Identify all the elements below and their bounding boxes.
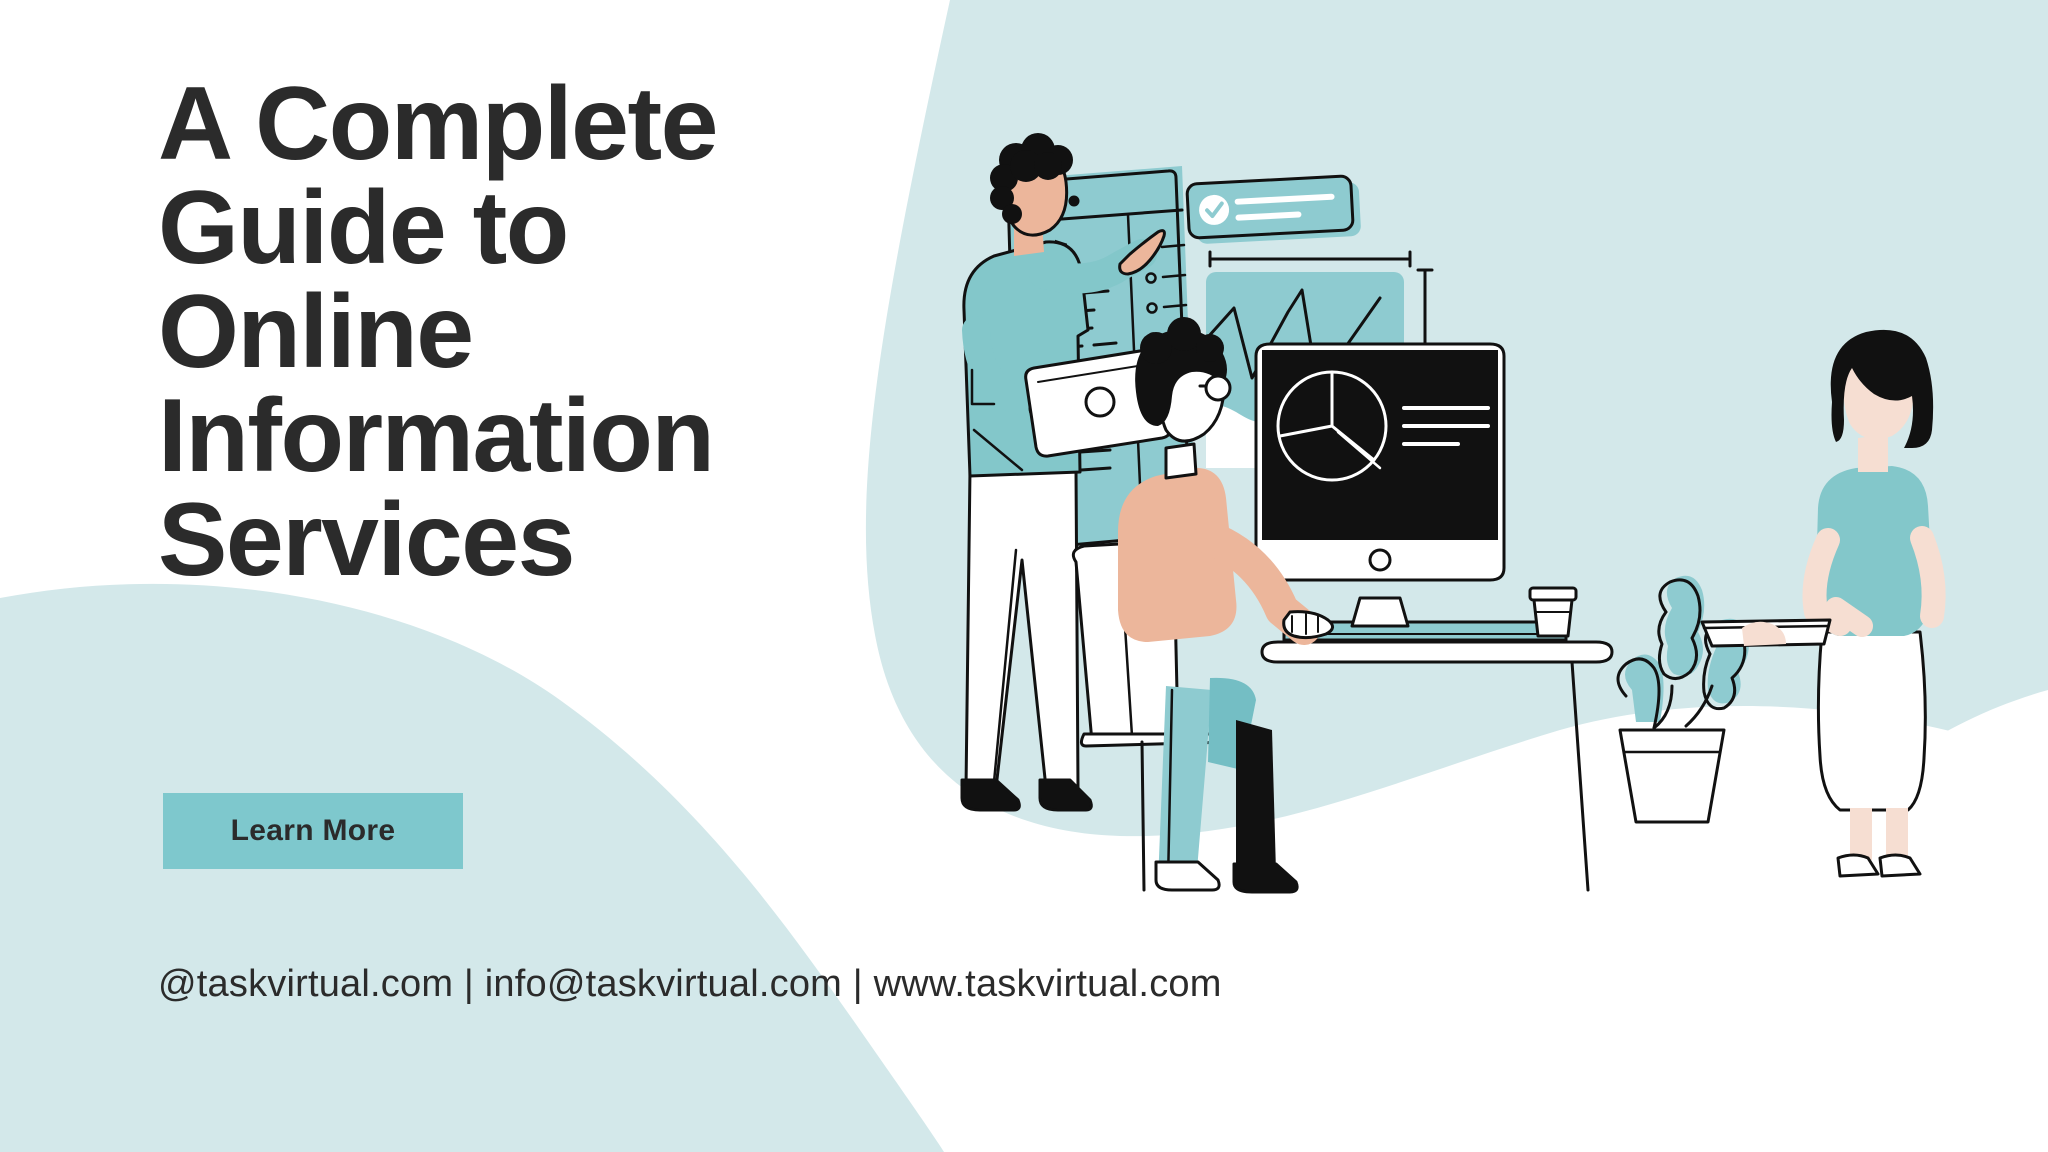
standing-man-pointing [960, 133, 1172, 812]
curly-hair [990, 133, 1073, 224]
coffee-cup [1528, 586, 1578, 638]
desk-leg [1570, 660, 1590, 892]
bob-hair [1830, 329, 1934, 448]
tablet [1024, 348, 1172, 458]
blob-bottom-left [0, 583, 944, 1152]
page-title: A Complete Guide to Online Information S… [158, 66, 718, 598]
shoe-front [1154, 860, 1221, 892]
shoe-back [1232, 862, 1299, 894]
learn-more-button[interactable]: Learn More [163, 793, 463, 869]
monitor-text-lines [1402, 406, 1490, 446]
pie-chart [1276, 370, 1388, 482]
standing-woman-with-tray [1700, 329, 1946, 878]
contact-info: @taskvirtual.com | info@taskvirtual.com … [158, 963, 1222, 1005]
notification-card [1185, 174, 1361, 244]
monitor-home-button [1368, 548, 1392, 572]
glasses-lens [1204, 374, 1232, 402]
hair [1135, 317, 1227, 426]
shoe-left [960, 778, 1021, 812]
typing-hand [1282, 610, 1334, 640]
hero-illustration: <—> <—/> [960, 133, 1946, 894]
pointing-hand [1118, 229, 1166, 276]
blob-right-white-sweep [1741, 690, 2048, 1152]
seated-man [1118, 317, 1334, 894]
shoe-right [1038, 778, 1093, 812]
learn-more-label: Learn More [230, 814, 396, 847]
tray-hand [1742, 621, 1786, 646]
dimension-bracket-top [1208, 250, 1412, 268]
